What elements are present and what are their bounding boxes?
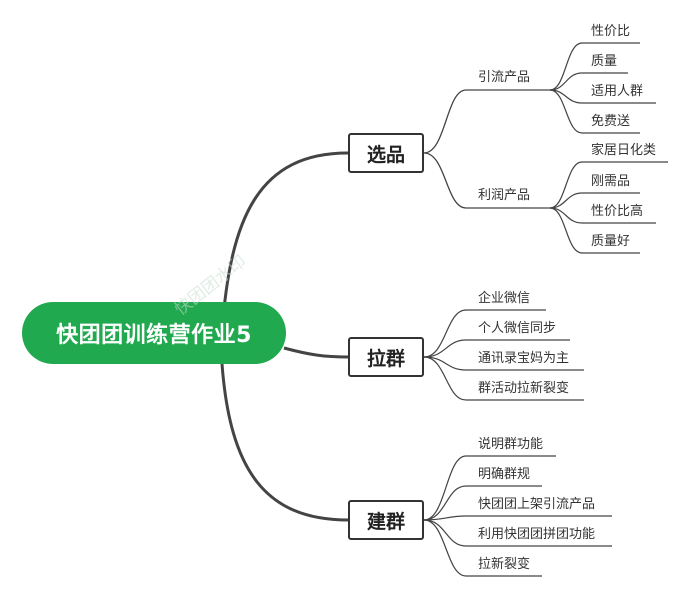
leaf-node[interactable]: 性价比 bbox=[591, 24, 631, 39]
link-leaf-8 bbox=[549, 207, 640, 254]
branch-node-xuanpin[interactable]: 选品 bbox=[348, 133, 424, 173]
link-leaf-11 bbox=[423, 356, 584, 371]
link-leaf-5 bbox=[549, 161, 668, 209]
link-leaf-12 bbox=[423, 356, 584, 401]
leaf-node[interactable]: 质量 bbox=[591, 54, 618, 69]
leaf-node[interactable]: 质量好 bbox=[591, 234, 631, 249]
leaf-node[interactable]: 说明群功能 bbox=[478, 437, 544, 452]
link-leaf-15 bbox=[423, 515, 612, 521]
link-xuanpin-yinliu bbox=[423, 89, 550, 154]
leaf-node[interactable]: 通讯录宝妈为主 bbox=[478, 351, 570, 366]
link-leaf-2 bbox=[549, 72, 628, 91]
link-leaf-16 bbox=[423, 519, 612, 547]
leaf-node[interactable]: 免费送 bbox=[591, 114, 631, 129]
branch-label: 拉群 bbox=[366, 347, 405, 370]
root-node[interactable]: 快团团训练营作业5 bbox=[22, 302, 286, 364]
leaf-node[interactable]: 个人微信同步 bbox=[478, 321, 557, 336]
leaf-node[interactable]: 群活动拉新裂变 bbox=[478, 381, 570, 396]
link-leaf-4 bbox=[549, 89, 640, 134]
leaf-node[interactable]: 适用人群 bbox=[591, 84, 644, 99]
leaf-node[interactable]: 性价比高 bbox=[591, 204, 644, 219]
leaf-node[interactable]: 企业微信 bbox=[478, 291, 531, 306]
link-leaf-1 bbox=[549, 42, 640, 91]
link-leaf-10 bbox=[423, 339, 570, 358]
link-leaf-6 bbox=[549, 192, 640, 209]
branch-node-laqun[interactable]: 拉群 bbox=[348, 337, 424, 377]
leaf-node[interactable]: 利用快团团拼团功能 bbox=[478, 527, 596, 542]
link-leaf-7 bbox=[549, 207, 656, 224]
link-xuanpin-lirun bbox=[423, 152, 550, 209]
branch-node-jianqun[interactable]: 建群 bbox=[348, 500, 424, 540]
link-leaf-3 bbox=[549, 89, 656, 104]
link-leaf-14 bbox=[423, 485, 542, 521]
link-leaf-13 bbox=[423, 455, 556, 521]
leaf-node[interactable]: 刚需品 bbox=[591, 174, 631, 189]
subtopic-yinliu-chanpin[interactable]: 引流产品 bbox=[478, 70, 531, 85]
link-root-xuanpin bbox=[220, 151, 349, 334]
link-leaf-17 bbox=[423, 519, 542, 577]
link-root-jianqun bbox=[220, 363, 349, 522]
leaf-node[interactable]: 拉新裂变 bbox=[478, 557, 531, 572]
link-root-laqun bbox=[283, 346, 349, 359]
root-node-label: 快团团训练营作业5 bbox=[56, 323, 252, 348]
link-leaf-9 bbox=[423, 309, 546, 358]
branch-label: 建群 bbox=[366, 510, 405, 533]
branch-label: 选品 bbox=[366, 143, 405, 166]
leaf-node[interactable]: 明确群规 bbox=[478, 467, 531, 482]
subtopic-lirun-chanpin[interactable]: 利润产品 bbox=[478, 188, 531, 203]
leaf-node[interactable]: 家居日化类 bbox=[591, 143, 657, 158]
leaf-node[interactable]: 快团团上架引流产品 bbox=[478, 497, 596, 512]
